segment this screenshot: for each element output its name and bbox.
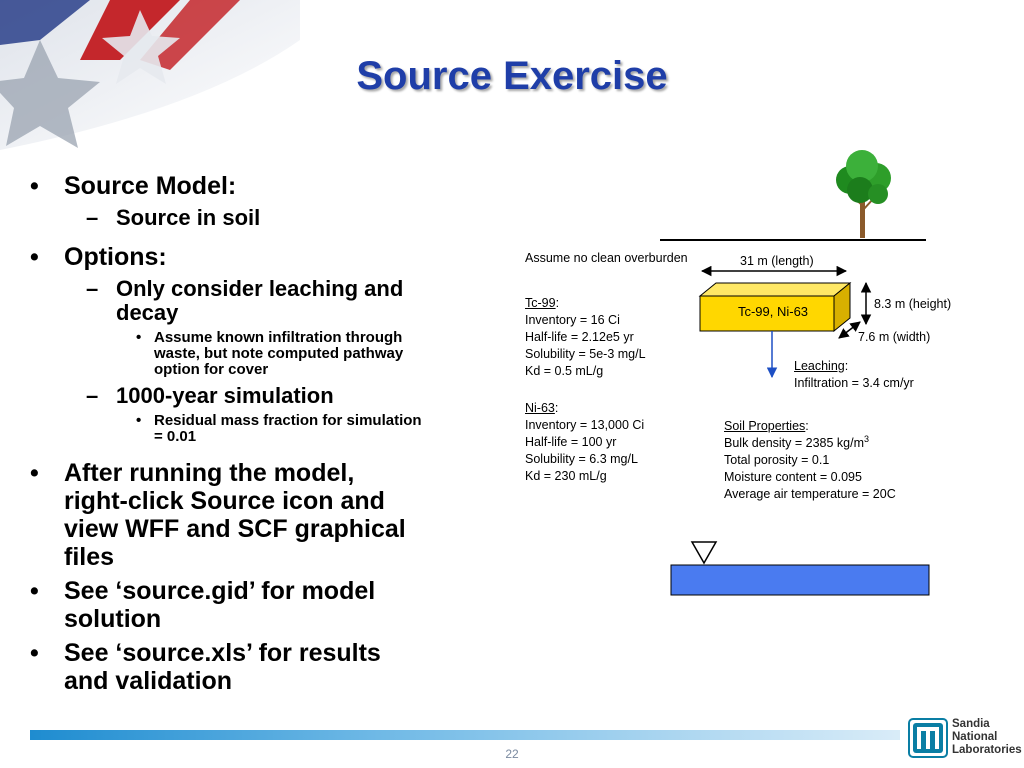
bullet-list: •Source Model: –Source in soil •Options:… — [30, 172, 470, 701]
sandia-logo-icon — [908, 718, 948, 758]
aquifer-rect — [670, 564, 930, 596]
bullet-options: •Options: — [30, 243, 167, 271]
ni63-properties: Ni-63: Inventory = 13,000 Ci Half-life =… — [525, 401, 645, 483]
width-label: 7.6 m (width) — [858, 330, 931, 344]
soil-properties: Soil Properties: Bulk density = 2385 kg/… — [724, 419, 896, 501]
width-dimension-arrow — [838, 321, 861, 339]
height-label: 8.3 m (height) — [874, 297, 952, 311]
source-box — [698, 281, 852, 333]
water-table-icon — [690, 541, 718, 565]
overburden-note: Assume no clean overburden — [525, 251, 688, 265]
leaching-properties: Leaching: Infiltration = 3.4 cm/yr — [794, 359, 914, 390]
bullet-residual-mass: •Residual mass fraction for simulation= … — [136, 412, 422, 445]
bullet-source-model: •Source Model: — [30, 172, 237, 200]
bullet-simulation: –1000-year simulation — [86, 383, 334, 408]
footer-bar — [30, 730, 900, 740]
tree-icon — [836, 150, 891, 238]
bullet-after-running: •After running the model,right-click Sou… — [30, 459, 406, 571]
page-number: 22 — [505, 747, 519, 761]
length-label: 31 m (length) — [740, 254, 814, 268]
bullet-source-in-soil: –Source in soil — [86, 205, 261, 230]
source-box-label: Tc-99, Ni-63 — [737, 304, 809, 319]
tc99-properties: Tc-99: Inventory = 16 Ci Half-life = 2.1… — [525, 296, 646, 378]
page-title: Source Exercise — [356, 54, 668, 98]
sandia-logo-text: Sandia National Laboratories — [952, 718, 1022, 756]
flag-star-decoration — [0, 0, 300, 150]
